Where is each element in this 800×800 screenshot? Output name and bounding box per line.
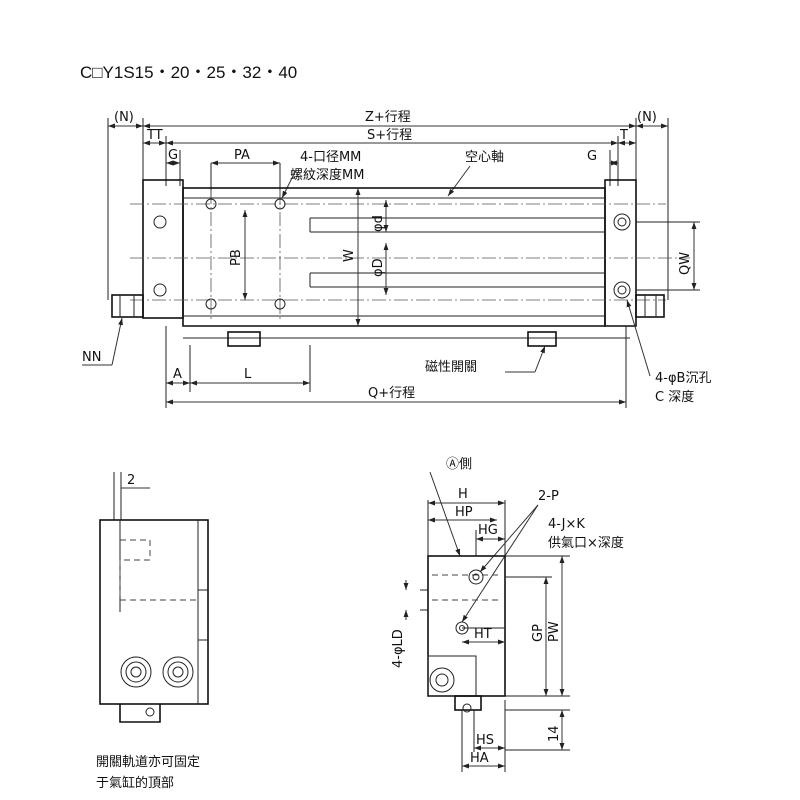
note-hollow-shaft: 空心軸: [465, 150, 504, 165]
note-magnetic-switch: 磁性開關: [425, 360, 477, 375]
left-end-block: [142, 179, 184, 319]
cylinder-body: [182, 187, 606, 327]
switch-rail-end: [454, 695, 482, 711]
thread-hole-icon: [205, 198, 217, 210]
side-view: 2 開關軌道亦可固定 于氣缸的頂部: [96, 472, 209, 791]
dim-g-right: G: [587, 149, 597, 164]
dim-g-left: G: [168, 148, 178, 163]
dim-tt: TT: [146, 128, 163, 143]
dim-pa: PA: [234, 148, 250, 163]
dim-s-stroke: S+行程: [367, 128, 412, 143]
dim-l: L: [244, 367, 252, 382]
dim-t: T: [619, 128, 628, 143]
dim-pw: PW: [547, 621, 562, 642]
note-mm-hole-1: 4-口径MM: [300, 150, 361, 165]
dim-n-left: (N): [114, 110, 134, 125]
note-jk-2: 供氣口×深度: [548, 535, 624, 551]
dim-h: H: [458, 487, 468, 502]
dim-pb: PB: [229, 249, 244, 266]
dim-ha: HA: [470, 751, 489, 766]
counterbore-hole-icon: [613, 281, 631, 299]
dim-gp: GP: [531, 624, 546, 642]
magnetic-switch: [527, 331, 557, 347]
right-port-fitting: [635, 294, 665, 318]
side-note-line2: 于氣缸的頂部: [96, 775, 174, 791]
port-fitting-icon: [120, 656, 152, 688]
dim-z-stroke: Z+行程: [365, 110, 411, 125]
side-a-label: Ⓐ側: [446, 457, 472, 472]
dim-hg: HG: [478, 523, 498, 538]
dim-phi-D: φD: [371, 258, 386, 277]
note-p-ports: 2-P: [538, 489, 559, 504]
main-view: (N) Z+行程 (N) TT S+行程 T G G PA 4-口径MM 螺紋深…: [82, 110, 711, 408]
note-b-hole-1: 4-φB沉孔: [655, 371, 711, 386]
dim-hs: HS: [476, 733, 494, 748]
thread-hole-icon: [205, 298, 217, 310]
note-mm-hole-2: 螺紋深度MM: [290, 167, 364, 183]
switch-rail: [119, 704, 161, 723]
dim-ht: HT: [474, 627, 492, 642]
counterbore-hole-icon: [613, 213, 631, 231]
right-end-block: [604, 179, 637, 327]
end-view: Ⓐ側 H HP HG 2-P 4-J×K 供氣口×深度 4-φLD: [391, 457, 624, 772]
dim-ld: 4-φLD: [391, 629, 406, 668]
port-fitting-icon: [162, 656, 194, 688]
bolt-hole-icon: [153, 283, 167, 297]
supply-port-icon: [468, 569, 484, 585]
dim-qw: QW: [678, 252, 693, 275]
bolt-hole-icon: [153, 215, 167, 229]
dim-q-stroke: Q+行程: [368, 386, 415, 401]
dim-2: 2: [127, 473, 135, 488]
dim-14: 14: [547, 725, 562, 742]
side-note-line1: 開關軌道亦可固定: [96, 754, 200, 770]
dim-w: W: [342, 249, 357, 262]
magnetic-switch: [227, 331, 261, 347]
note-jk-1: 4-J×K: [548, 517, 585, 532]
cylinder-side-body: [99, 519, 209, 705]
dim-phi-d: φd: [371, 215, 386, 232]
dim-hp: HP: [455, 505, 473, 520]
dim-a: A: [173, 367, 182, 382]
port-fitting-icon: [429, 667, 455, 693]
dim-nn: NN: [82, 350, 101, 365]
drawing-title: C□Y1S15・20・25・32・40: [80, 63, 297, 82]
left-port-fitting: [111, 294, 144, 318]
thread-hole-icon: [274, 198, 286, 210]
dim-n-right: (N): [637, 110, 657, 125]
thread-hole-icon: [274, 298, 286, 310]
port-fitting-block: [427, 655, 477, 697]
note-b-hole-2: C 深度: [655, 389, 694, 405]
